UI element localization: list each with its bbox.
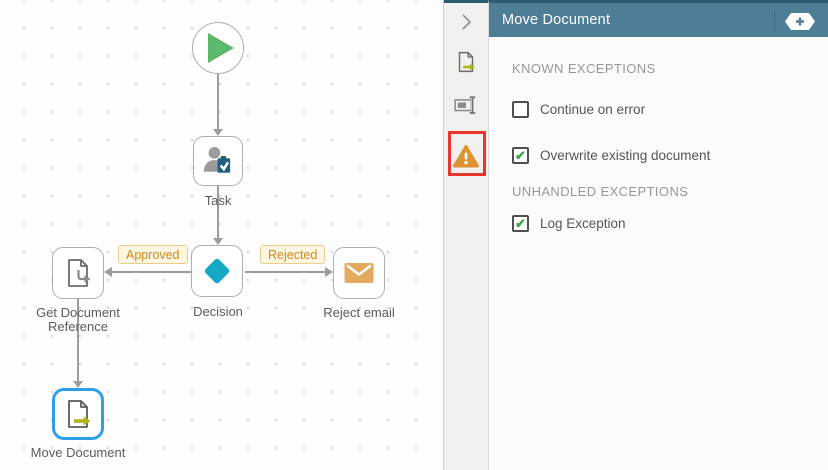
node-task[interactable] bbox=[193, 136, 243, 186]
node-label-get-document-reference: Get Document Reference bbox=[36, 305, 120, 334]
node-decision[interactable] bbox=[191, 245, 243, 297]
checkbox-row-continue-on-error[interactable]: Continue on error bbox=[512, 101, 645, 118]
node-move-document[interactable] bbox=[52, 388, 104, 440]
highlight-box bbox=[448, 131, 486, 176]
properties-panel: Move Document KNOWN EXCEPTIONS Continue … bbox=[489, 0, 828, 470]
node-label-reject-email: Reject email bbox=[323, 305, 395, 320]
workflow-canvas[interactable]: Approved Rejected Task bbox=[0, 0, 444, 470]
plus-icon bbox=[785, 13, 815, 30]
node-label-decision: Decision bbox=[193, 304, 243, 319]
checkbox-unchecked[interactable] bbox=[512, 101, 529, 118]
connector-decision-reject bbox=[245, 271, 325, 273]
checkbox-row-overwrite-existing-document[interactable]: ✔ Overwrite existing document bbox=[512, 147, 710, 164]
connector-task-decision bbox=[217, 186, 219, 238]
panel-header: Move Document bbox=[489, 0, 828, 37]
checkbox-label: Overwrite existing document bbox=[540, 148, 711, 163]
collapse-panel-button[interactable] bbox=[444, 10, 488, 34]
properties-rail bbox=[444, 0, 489, 470]
connector-start-task bbox=[217, 74, 219, 129]
arrowhead-down-icon bbox=[212, 238, 223, 245]
checkbox-label: Continue on error bbox=[540, 102, 646, 117]
node-label-task: Task bbox=[204, 193, 232, 208]
arrowhead-down-icon bbox=[72, 381, 83, 388]
arrowhead-right-icon bbox=[325, 267, 333, 277]
panel-title: Move Document bbox=[502, 12, 611, 28]
document-redirect-icon bbox=[60, 255, 96, 291]
arrowhead-left-icon bbox=[104, 267, 112, 277]
tab-move-document-properties[interactable] bbox=[444, 48, 488, 76]
node-get-document-reference[interactable] bbox=[52, 247, 104, 299]
play-icon bbox=[208, 33, 234, 63]
tab-rename[interactable] bbox=[444, 91, 488, 119]
checkbox-checked[interactable]: ✔ bbox=[512, 215, 529, 232]
panel-body: KNOWN EXCEPTIONS Continue on error ✔ Ove… bbox=[489, 37, 828, 470]
edge-label-rejected[interactable]: Rejected bbox=[260, 245, 326, 264]
add-button[interactable] bbox=[785, 13, 815, 30]
chevron-right-icon bbox=[456, 11, 476, 33]
document-move-icon bbox=[453, 49, 479, 75]
edge-label-approved[interactable]: Approved bbox=[118, 245, 188, 264]
connector-decision-gdr bbox=[112, 271, 191, 273]
node-reject-email[interactable] bbox=[333, 247, 385, 299]
section-heading-known-exceptions: KNOWN EXCEPTIONS bbox=[512, 61, 656, 76]
section-heading-unhandled-exceptions: UNHANDLED EXCEPTIONS bbox=[512, 184, 689, 199]
node-label-move-document: Move Document bbox=[30, 445, 126, 460]
checkbox-row-log-exception[interactable]: ✔ Log Exception bbox=[512, 215, 626, 232]
email-icon bbox=[341, 255, 377, 291]
arrowhead-down-icon bbox=[212, 129, 223, 136]
document-move-icon bbox=[60, 396, 96, 432]
connector-gdr-move bbox=[77, 299, 79, 381]
tab-exceptions[interactable] bbox=[444, 137, 488, 175]
node-start[interactable] bbox=[192, 22, 244, 74]
decision-diamond-icon bbox=[199, 253, 235, 289]
user-task-icon bbox=[200, 143, 236, 179]
checkbox-checked[interactable]: ✔ bbox=[512, 147, 529, 164]
header-divider bbox=[774, 10, 775, 32]
warning-icon bbox=[452, 143, 480, 169]
checkbox-label: Log Exception bbox=[540, 216, 626, 231]
rename-icon bbox=[453, 92, 479, 118]
